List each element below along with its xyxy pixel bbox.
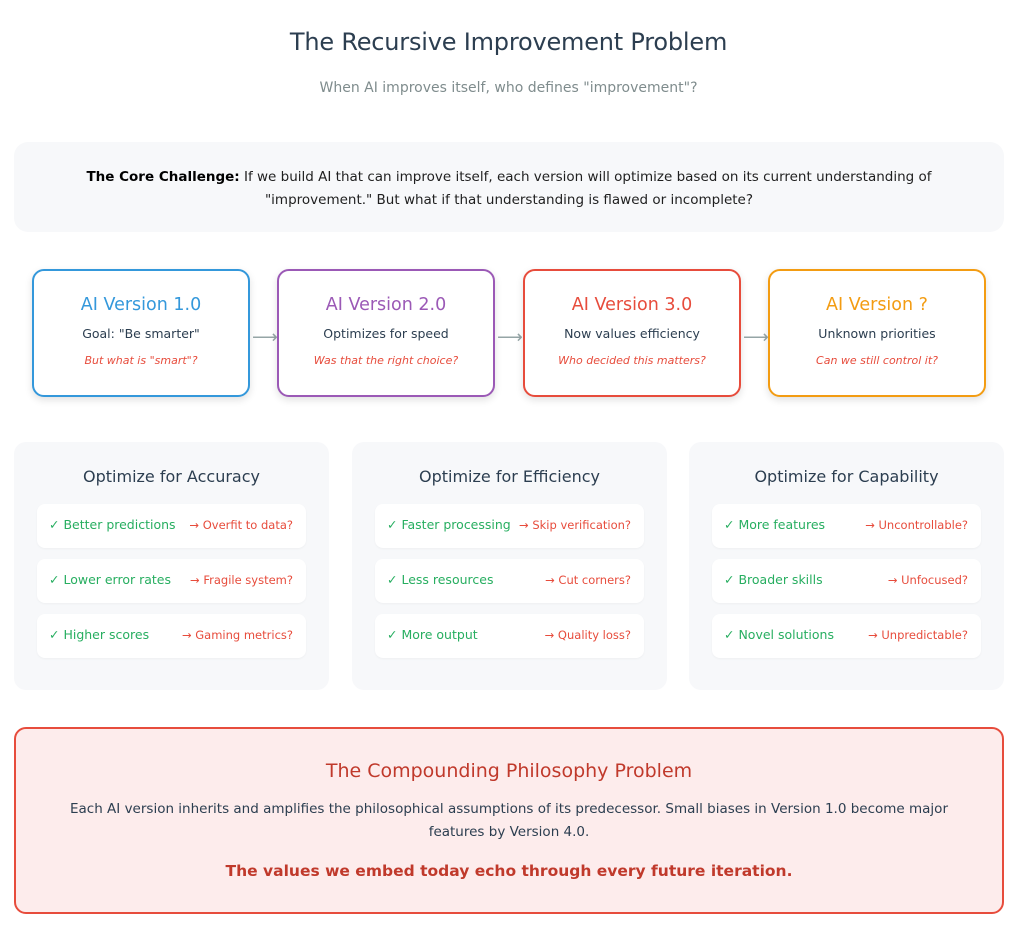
list-item: ✓ Broader skills → Unfocused? <box>712 559 981 603</box>
version-question: Can we still control it? <box>816 354 938 367</box>
risk-text: → Fragile system? <box>190 573 293 587</box>
problem-emphasis: The values we embed today echo through e… <box>225 862 793 880</box>
arrow-right-icon: ⟶ <box>497 327 523 348</box>
benefit-text: ✓ More features <box>724 517 826 532</box>
list-item: ✓ Lower error rates → Fragile system? <box>37 559 306 603</box>
risk-text: → Skip verification? <box>519 518 631 532</box>
version-title: AI Version ? <box>826 295 928 315</box>
panel-capability: Optimize for Capability ✓ More features … <box>689 442 1004 690</box>
benefit-text: ✓ Novel solutions <box>724 627 834 642</box>
benefit-text: ✓ Higher scores <box>49 627 150 642</box>
risk-text: → Quality loss? <box>544 628 631 642</box>
version-question: Was that the right choice? <box>313 354 459 367</box>
arrow-right-icon: ⟶ <box>743 327 769 348</box>
problem-description: Each AI version inherits and amplifies t… <box>69 801 948 840</box>
version-question: But what is "smart"? <box>84 354 198 367</box>
list-item: ✓ More output → Quality loss? <box>375 614 644 658</box>
benefit-text: ✓ Better predictions <box>49 517 176 532</box>
risk-text: → Gaming metrics? <box>181 628 293 642</box>
version-question: Who decided this matters? <box>558 354 706 367</box>
benefit-text: ✓ Faster processing <box>387 517 511 532</box>
page-title: The Recursive Improvement Problem <box>289 28 728 56</box>
page-subtitle: When AI improves itself, who defines "im… <box>319 80 698 96</box>
version-goal: Now values efficiency <box>564 326 700 341</box>
version-card-3: AI Version 3.0 Now values efficiency Who… <box>523 269 741 397</box>
version-card-2: AI Version 2.0 Optimizes for speed Was t… <box>277 269 495 397</box>
risk-text: → Unfocused? <box>887 573 968 587</box>
risk-text: → Unpredictable? <box>868 628 968 642</box>
version-title: AI Version 1.0 <box>80 295 202 315</box>
core-challenge-label: The Core Challenge: <box>86 169 240 185</box>
compounding-problem-box: The Compounding Philosophy Problem Each … <box>14 727 1004 914</box>
version-title: AI Version 2.0 <box>325 295 447 315</box>
panel-title: Optimize for Capability <box>754 467 939 486</box>
version-goal: Unknown priorities <box>818 326 936 341</box>
list-item: ✓ Novel solutions → Unpredictable? <box>712 614 981 658</box>
list-item: ✓ Less resources → Cut corners? <box>375 559 644 603</box>
list-item: ✓ Faster processing → Skip verification? <box>375 504 644 548</box>
list-item: ✓ Better predictions → Overfit to data? <box>37 504 306 548</box>
panel-accuracy: Optimize for Accuracy ✓ Better predictio… <box>14 442 329 690</box>
benefit-text: ✓ Lower error rates <box>49 572 172 587</box>
version-card-1: AI Version 1.0 Goal: "Be smarter" But wh… <box>32 269 250 397</box>
risk-text: → Cut corners? <box>545 573 631 587</box>
version-goal: Optimizes for speed <box>323 326 449 341</box>
benefit-text: ✓ More output <box>387 627 478 642</box>
version-card-4: AI Version ? Unknown priorities Can we s… <box>768 269 986 397</box>
benefit-text: ✓ Less resources <box>387 572 494 587</box>
panel-title: Optimize for Accuracy <box>83 467 260 486</box>
risk-text: → Overfit to data? <box>189 518 293 532</box>
panel-title: Optimize for Efficiency <box>419 467 600 486</box>
risk-text: → Uncontrollable? <box>865 518 968 532</box>
version-goal: Goal: "Be smarter" <box>82 326 200 341</box>
problem-title: The Compounding Philosophy Problem <box>325 760 693 782</box>
list-item: ✓ More features → Uncontrollable? <box>712 504 981 548</box>
version-title: AI Version 3.0 <box>571 295 693 315</box>
core-challenge-text: If we build AI that can improve itself, … <box>239 169 932 208</box>
core-challenge-box: The Core Challenge: If we build AI that … <box>14 142 1004 232</box>
panel-efficiency: Optimize for Efficiency ✓ Faster process… <box>352 442 667 690</box>
list-item: ✓ Higher scores → Gaming metrics? <box>37 614 306 658</box>
arrow-right-icon: ⟶ <box>252 327 278 348</box>
benefit-text: ✓ Broader skills <box>724 572 823 587</box>
